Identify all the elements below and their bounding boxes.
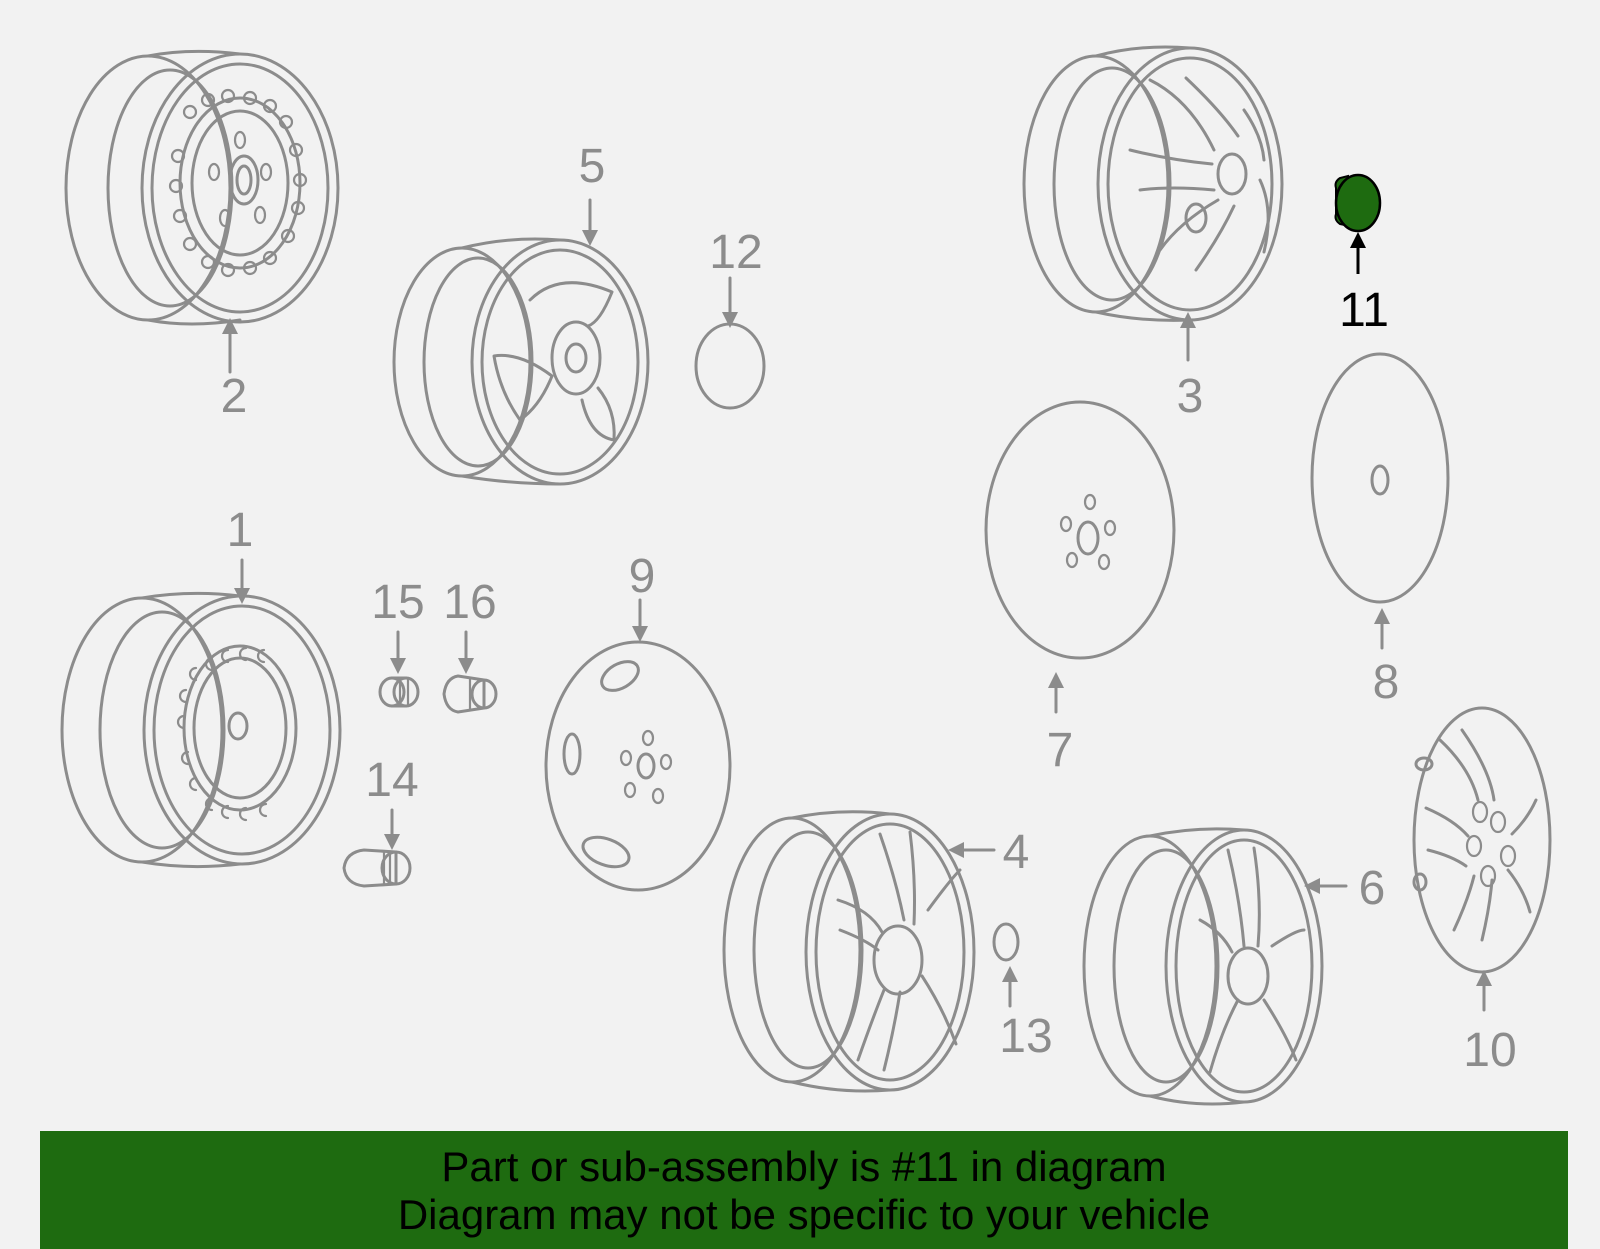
label-5: 5 (579, 140, 606, 193)
label-15: 15 (371, 576, 424, 629)
label-1: 1 (227, 504, 254, 557)
part-15-lug-nut[interactable] (378, 676, 420, 708)
label-2: 2 (221, 370, 248, 423)
label-7: 7 (1047, 724, 1074, 777)
part-5-alloy-wheel[interactable] (392, 237, 650, 486)
part-8-hub-cover[interactable] (1310, 352, 1450, 604)
part-13-cap[interactable] (992, 922, 1020, 962)
label-12: 12 (709, 226, 762, 279)
part-14-lug-bolt[interactable] (342, 848, 412, 888)
part-3-alloy-wheel[interactable] (1022, 45, 1284, 322)
label-8: 8 (1373, 656, 1400, 709)
part-4-alloy-wheel[interactable] (722, 810, 976, 1093)
label-6: 6 (1359, 862, 1386, 915)
banner-line-part: Part or sub-assembly is #11 in diagram (441, 1143, 1167, 1190)
part-12-cap[interactable] (694, 322, 766, 410)
part-1-steel-wheel[interactable] (60, 591, 342, 869)
label-3: 3 (1177, 370, 1204, 423)
info-banner: Part or sub-assembly is #11 in diagram D… (40, 1131, 1568, 1249)
label-13: 13 (999, 1010, 1052, 1063)
part-9-wheel-cover[interactable] (544, 640, 732, 892)
part-6-alloy-wheel[interactable] (1082, 827, 1324, 1106)
label-10: 10 (1463, 1024, 1516, 1077)
part-10-wheel-cover[interactable] (1412, 706, 1552, 974)
part-16-lock-nut[interactable] (442, 674, 498, 714)
label-11: 11 (1339, 284, 1389, 337)
label-4: 4 (1003, 826, 1030, 879)
banner-line-disclaimer: Diagram may not be specific to your vehi… (397, 1191, 1211, 1238)
label-14: 14 (365, 754, 418, 807)
label-16: 16 (443, 576, 496, 629)
part-7-hubcap[interactable] (984, 400, 1176, 660)
part-2-steel-wheel[interactable] (64, 49, 340, 326)
part-11-center-cap[interactable] (1334, 173, 1382, 233)
label-9: 9 (629, 550, 656, 603)
